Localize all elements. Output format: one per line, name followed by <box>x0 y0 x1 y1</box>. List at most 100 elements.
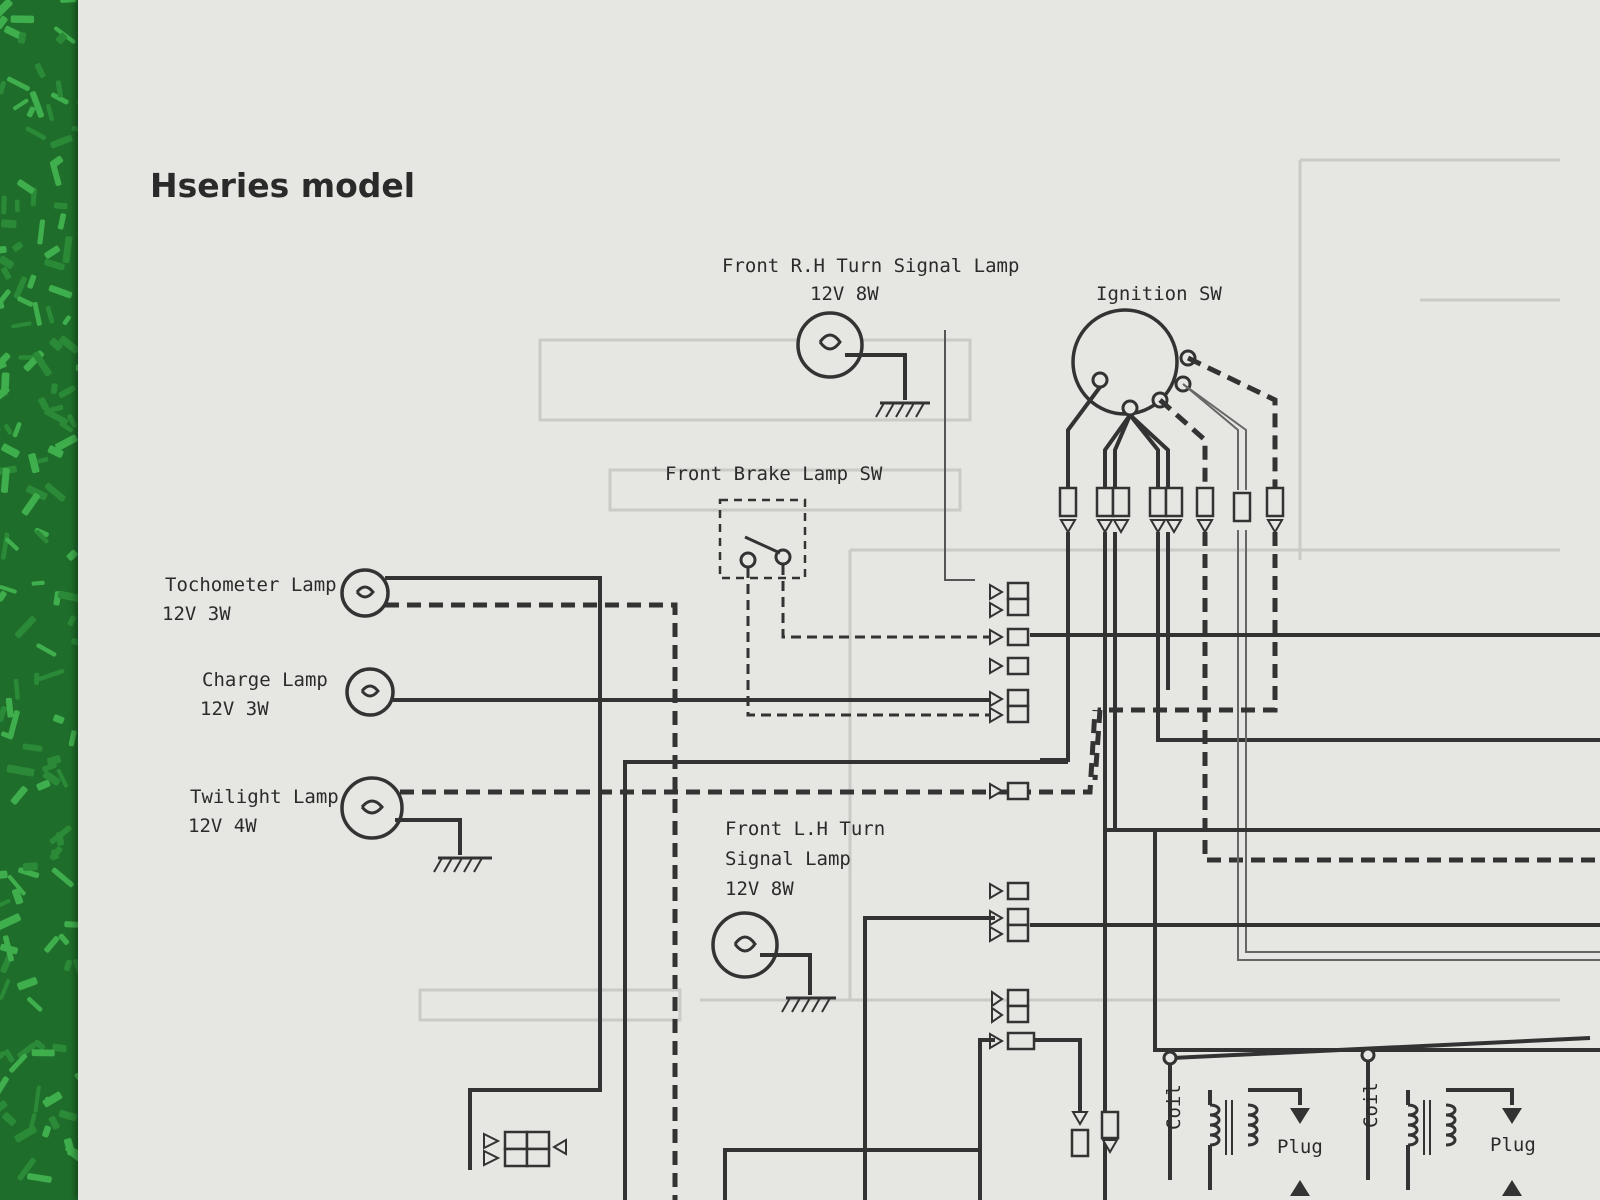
tachometer-lamp-rating: 12V 3W <box>162 603 231 625</box>
turf-blade <box>0 1100 8 1121</box>
turf-blade <box>52 714 65 724</box>
turf-blade <box>4 1049 15 1063</box>
turf-blade <box>0 255 14 269</box>
turf-blade <box>31 1049 55 1057</box>
turf-blade <box>34 63 46 78</box>
turf-blade <box>48 284 73 299</box>
spark-plug-arrow-icon <box>1502 1108 1522 1196</box>
turf-blade <box>25 126 47 140</box>
plug-label: Plug <box>1490 1134 1536 1156</box>
connector-icon <box>1070 1110 1120 1158</box>
turf-blade <box>44 245 61 259</box>
turf-blade <box>50 383 58 395</box>
turf-blade <box>17 296 34 307</box>
turf-blade <box>6 764 35 777</box>
turf-blade <box>0 15 8 30</box>
turf-blade <box>44 1096 56 1104</box>
turf-blade <box>66 549 78 561</box>
turf-blade <box>9 1053 28 1073</box>
plug-label: Plug <box>1277 1136 1323 1158</box>
turf-blade <box>55 434 78 451</box>
turf-blade <box>28 453 40 474</box>
turf-blade <box>1 443 20 458</box>
twilight-lamp-label: Twilight Lamp <box>190 786 339 808</box>
turf-blade <box>49 825 72 844</box>
turf-blade <box>27 997 43 1012</box>
turf-blade <box>4 25 24 40</box>
turf-blade <box>1 731 14 740</box>
tachometer-lamp <box>340 568 390 618</box>
turf-blade <box>0 870 8 880</box>
turf-blade <box>36 779 51 791</box>
turf-blade <box>33 1085 41 1113</box>
turf-blade <box>0 590 7 602</box>
turf-blade <box>42 1125 51 1138</box>
turf-blade <box>7 710 20 738</box>
turf-blade <box>22 862 38 872</box>
front-brake-lamp-switch <box>718 498 807 580</box>
turf-blade <box>47 755 62 766</box>
ground-icon <box>875 401 930 418</box>
turf-blade <box>58 933 70 945</box>
turf-blade <box>62 236 73 264</box>
turf-blade <box>53 202 68 210</box>
turf-blade <box>56 769 68 788</box>
turf-blade <box>17 32 27 44</box>
turf-blade <box>55 32 68 44</box>
turf-blade <box>0 979 11 1000</box>
turf-blade <box>0 245 7 254</box>
turf-blade <box>62 315 71 326</box>
turf-blade <box>42 762 57 772</box>
turf-blade <box>7 874 26 896</box>
turf-blade <box>58 385 76 398</box>
turf-blade <box>50 92 69 105</box>
turf-blade <box>17 179 35 194</box>
turf-blade <box>27 1113 37 1135</box>
front-rh-turn-signal-lamp-label: Front R.H Turn Signal Lamp <box>722 255 1020 277</box>
turf-blade <box>35 529 49 544</box>
turf-blade <box>0 899 11 909</box>
tachometer-lamp-label: Tochometer Lamp <box>165 574 337 596</box>
turf-blade <box>42 770 61 786</box>
turf-blade <box>36 457 49 464</box>
coil-label: Coil <box>1360 1082 1382 1128</box>
turf-blade <box>13 276 27 299</box>
connector-icon <box>1058 486 1285 534</box>
turf-blade <box>14 199 20 213</box>
turf-blade <box>33 1039 46 1051</box>
turf-blade <box>25 485 48 501</box>
turf-blade <box>46 104 54 121</box>
turf-blade <box>0 1051 6 1067</box>
turf-blade <box>58 335 80 354</box>
turf-blade <box>44 258 65 271</box>
turf-blade <box>60 0 76 3</box>
turf-blade <box>49 337 63 351</box>
turf-blade <box>1 266 12 280</box>
turf-blade <box>31 580 45 586</box>
turf-blade <box>67 615 77 627</box>
turf-blade <box>13 678 20 700</box>
front-brake-lamp-switch-label: Front Brake Lamp SW <box>665 463 883 485</box>
ground-icon <box>433 856 492 873</box>
turf-blade <box>17 977 38 991</box>
turf-blade <box>14 616 36 639</box>
turf-blade <box>0 0 13 21</box>
turf-blade <box>3 423 13 435</box>
turf-blade <box>38 669 65 682</box>
turf-blade <box>27 274 37 289</box>
turf-blade <box>13 98 29 111</box>
turf-blade <box>12 241 23 252</box>
turf-blade <box>12 422 22 438</box>
twilight-lamp-rating: 12V 4W <box>188 815 257 837</box>
spark-plug-arrow-icon <box>1290 1108 1310 1196</box>
turf-blade <box>67 414 77 428</box>
front-lh-turn-signal-lamp <box>711 911 812 995</box>
coil-icon <box>1360 1047 1514 1190</box>
turf-blade <box>17 1157 36 1181</box>
turf-blade <box>29 91 45 118</box>
front-lh-turn-signal-lamp-label: Front L.H Turn <box>725 818 886 840</box>
turf-blade <box>48 1115 60 1130</box>
turf-blade <box>0 352 11 372</box>
turf-blade <box>0 705 8 722</box>
turf-blade <box>2 1112 17 1126</box>
